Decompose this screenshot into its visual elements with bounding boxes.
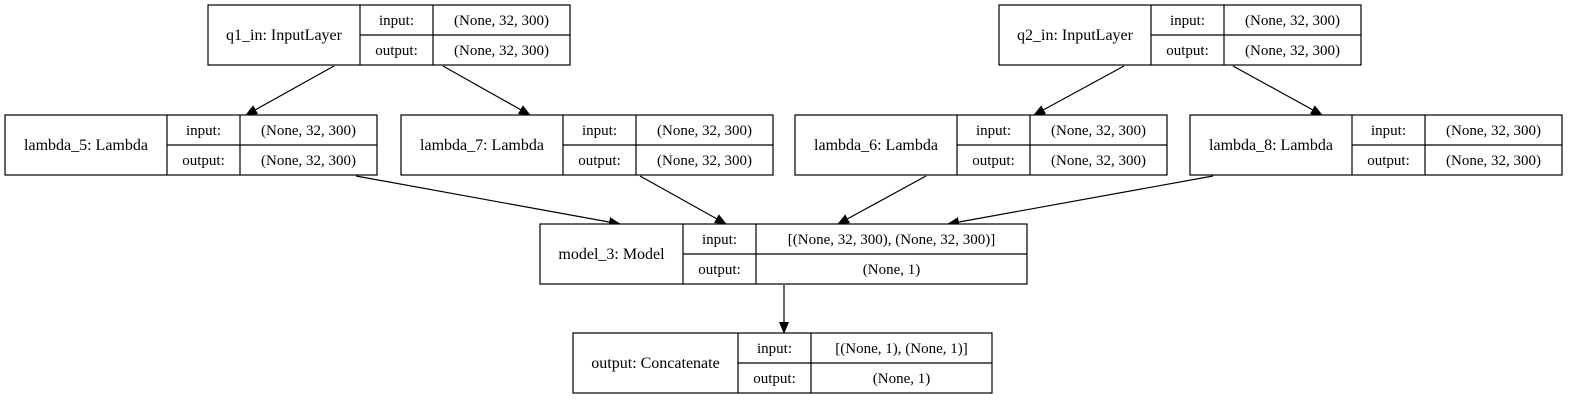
node-name: q1_in: InputLayer bbox=[226, 27, 343, 44]
input-label: input: bbox=[757, 341, 792, 357]
edge-q1_in-to-lambda_7 bbox=[442, 65, 531, 116]
nodes-layer: q1_in: InputLayer input: output: (None, 32,… bbox=[4, 4, 1563, 394]
input-shape: (None, 32, 300) bbox=[1446, 123, 1541, 139]
output-label: output: bbox=[1367, 153, 1410, 169]
input-shape: (None, 32, 300) bbox=[1245, 13, 1340, 29]
node-model_3: model_3: Model input: output: [(None, 32, 3… bbox=[539, 223, 1028, 285]
output-shape: (None, 32, 300) bbox=[657, 153, 752, 169]
input-label: input: bbox=[1170, 13, 1205, 29]
input-label: input: bbox=[582, 123, 617, 139]
node-name: lambda_7: Lambda bbox=[420, 137, 544, 154]
output-label: output: bbox=[1166, 43, 1209, 59]
node-name: model_3: Model bbox=[558, 246, 665, 263]
output-shape: (None, 32, 300) bbox=[261, 153, 356, 169]
output-shape: (None, 1) bbox=[873, 371, 930, 387]
node-lambda_8: lambda_8: Lambda input: output: (None, 32, … bbox=[1189, 114, 1563, 176]
node-lambda_7: lambda_7: Lambda input: output: (None, 32, … bbox=[400, 114, 774, 176]
output-shape: (None, 1) bbox=[863, 262, 920, 278]
node-q2_in: q2_in: InputLayer input: output: (None, 32,… bbox=[998, 4, 1362, 66]
node-lambda_5: lambda_5: Lambda input: output: (None, 32, … bbox=[4, 114, 378, 176]
edge-q2_in-to-lambda_6 bbox=[1033, 65, 1125, 116]
output-shape: (None, 32, 300) bbox=[1051, 153, 1146, 169]
output-label: output: bbox=[578, 153, 621, 169]
node-name: output: Concatenate bbox=[591, 355, 719, 372]
output-label: output: bbox=[753, 371, 796, 387]
node-q1_in: q1_in: InputLayer input: output: (None, 32,… bbox=[207, 4, 571, 66]
node-lambda_6: lambda_6: Lambda input: output: (None, 32, … bbox=[794, 114, 1168, 176]
output-shape: (None, 32, 300) bbox=[1446, 153, 1541, 169]
edge-lambda_6-to-model_3 bbox=[837, 175, 927, 225]
output-label: output: bbox=[375, 43, 418, 59]
input-shape: (None, 32, 300) bbox=[1051, 123, 1146, 139]
output-shape: (None, 32, 300) bbox=[1245, 43, 1340, 59]
input-label: input: bbox=[1371, 123, 1406, 139]
input-label: input: bbox=[976, 123, 1011, 139]
input-shape: (None, 32, 300) bbox=[657, 123, 752, 139]
output-label: output: bbox=[972, 153, 1015, 169]
output-label: output: bbox=[182, 153, 225, 169]
output-shape: (None, 32, 300) bbox=[454, 43, 549, 59]
edge-q1_in-to-lambda_5 bbox=[245, 65, 335, 116]
input-label: input: bbox=[186, 123, 221, 139]
input-shape: [(None, 1), (None, 1)] bbox=[835, 341, 967, 357]
input-label: input: bbox=[379, 13, 414, 29]
node-output: output: Concatenate input: output: [(None, … bbox=[572, 332, 993, 394]
edge-lambda_7-to-model_3 bbox=[639, 175, 727, 225]
node-name: lambda_8: Lambda bbox=[1209, 137, 1333, 154]
edge-lambda_5-to-model_3 bbox=[355, 175, 621, 227]
node-name: q2_in: InputLayer bbox=[1017, 27, 1134, 44]
node-name: lambda_5: Lambda bbox=[24, 137, 148, 154]
input-shape: (None, 32, 300) bbox=[261, 123, 356, 139]
edge-lambda_8-to-model_3 bbox=[947, 175, 1214, 227]
edge-q2_in-to-lambda_8 bbox=[1232, 65, 1323, 116]
input-label: input: bbox=[702, 232, 737, 248]
edges-layer bbox=[245, 65, 1323, 334]
output-label: output: bbox=[698, 262, 741, 278]
node-name: lambda_6: Lambda bbox=[814, 137, 938, 154]
input-shape: [(None, 32, 300), (None, 32, 300)] bbox=[788, 232, 995, 248]
input-shape: (None, 32, 300) bbox=[454, 13, 549, 29]
